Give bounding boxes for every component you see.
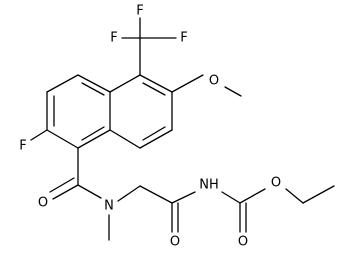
bond [285, 188, 304, 204]
atom-label-n-amide: N [104, 199, 114, 214]
atom-label-f-ring: F [19, 139, 26, 154]
bond [142, 126, 166, 141]
bond [81, 126, 105, 141]
bond [139, 74, 173, 93]
bond [46, 74, 79, 93]
bond [77, 129, 111, 149]
bond [30, 129, 48, 141]
bond [109, 74, 141, 93]
bond [221, 191, 241, 204]
bond [81, 82, 105, 96]
bond [302, 185, 335, 204]
bond [142, 82, 166, 96]
atom-label-o-carbamate: O [238, 235, 248, 250]
atom-label-o-amide2: O [170, 235, 180, 250]
bond [52, 184, 79, 200]
bond [239, 188, 266, 204]
bond [77, 184, 102, 199]
bond [171, 191, 196, 204]
atom-label-f3: F [180, 31, 187, 46]
atom-label-f1: F [136, 4, 143, 19]
bond [139, 129, 173, 149]
bond [49, 177, 75, 193]
bond [171, 74, 204, 93]
bond [117, 185, 141, 202]
atom-label-f2: F [110, 31, 117, 46]
atom-label-nh: NH [199, 178, 219, 193]
atom-label-o-ester: O [271, 176, 281, 191]
bond [77, 74, 111, 93]
atom-label-o-methoxy: O [209, 74, 219, 89]
atom-label-o-amide1: O [38, 196, 48, 211]
bond [109, 129, 141, 149]
bond [139, 185, 173, 204]
bond [46, 129, 79, 149]
bond [224, 86, 242, 97]
